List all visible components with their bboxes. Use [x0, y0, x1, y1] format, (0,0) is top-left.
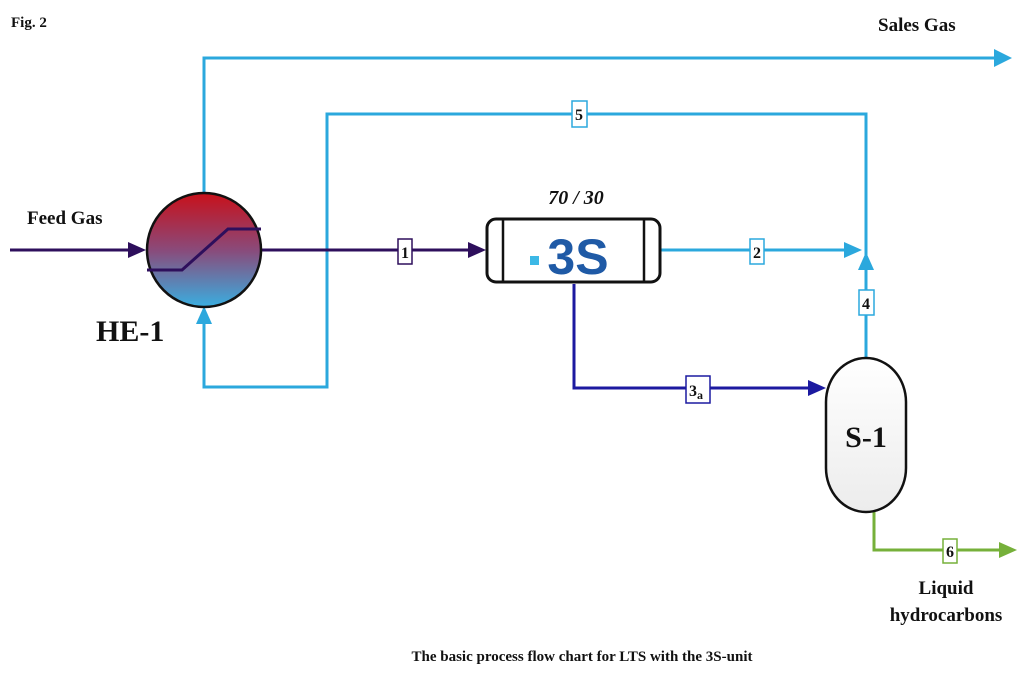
separator-s1: [824, 356, 908, 514]
stream-6-line: [872, 512, 1017, 558]
svg-text:1: 1: [401, 245, 409, 262]
sales-gas-line: [202, 49, 1012, 196]
separator-3s-ratio: 70 / 30: [548, 187, 604, 209]
stream-tag-3a: 3a: [685, 375, 711, 404]
svg-text:5: 5: [575, 107, 583, 124]
stream-tag-4: 4: [858, 289, 875, 316]
separator-3s-logo: 3S: [547, 229, 608, 285]
svg-text:4: 4: [862, 296, 870, 313]
stream-3a-line: [572, 284, 826, 396]
svg-text:3a: 3a: [689, 383, 703, 402]
stream-tag-2: 2: [749, 238, 765, 265]
stream-1-line: [262, 242, 486, 258]
heat-exchanger-coil-icon: [147, 227, 261, 272]
feed-gas-line: [10, 242, 146, 258]
heat-exchanger-he1: [145, 191, 263, 309]
liquid-hydrocarbons-label-line1: Liquid: [919, 578, 974, 599]
svg-text:6: 6: [946, 544, 954, 561]
feed-gas-label: Feed Gas: [27, 208, 102, 229]
figure-caption: The basic process flow chart for LTS wit…: [411, 649, 752, 665]
stream-tag-1: 1: [397, 238, 413, 265]
stream-tag-6: 6: [942, 538, 958, 564]
svg-text:2: 2: [753, 245, 761, 262]
liquid-hydrocarbons-label-line2: hydrocarbons: [890, 605, 1003, 626]
figure-label: Fig. 2: [11, 15, 47, 31]
logo-dot-icon: [530, 256, 539, 265]
s1-label: S-1: [845, 421, 887, 454]
stream-tag-5: 5: [571, 100, 588, 128]
separator-3s-unit: 3S: [485, 217, 662, 285]
sales-gas-label: Sales Gas: [878, 15, 956, 36]
he1-label: HE-1: [96, 315, 164, 348]
